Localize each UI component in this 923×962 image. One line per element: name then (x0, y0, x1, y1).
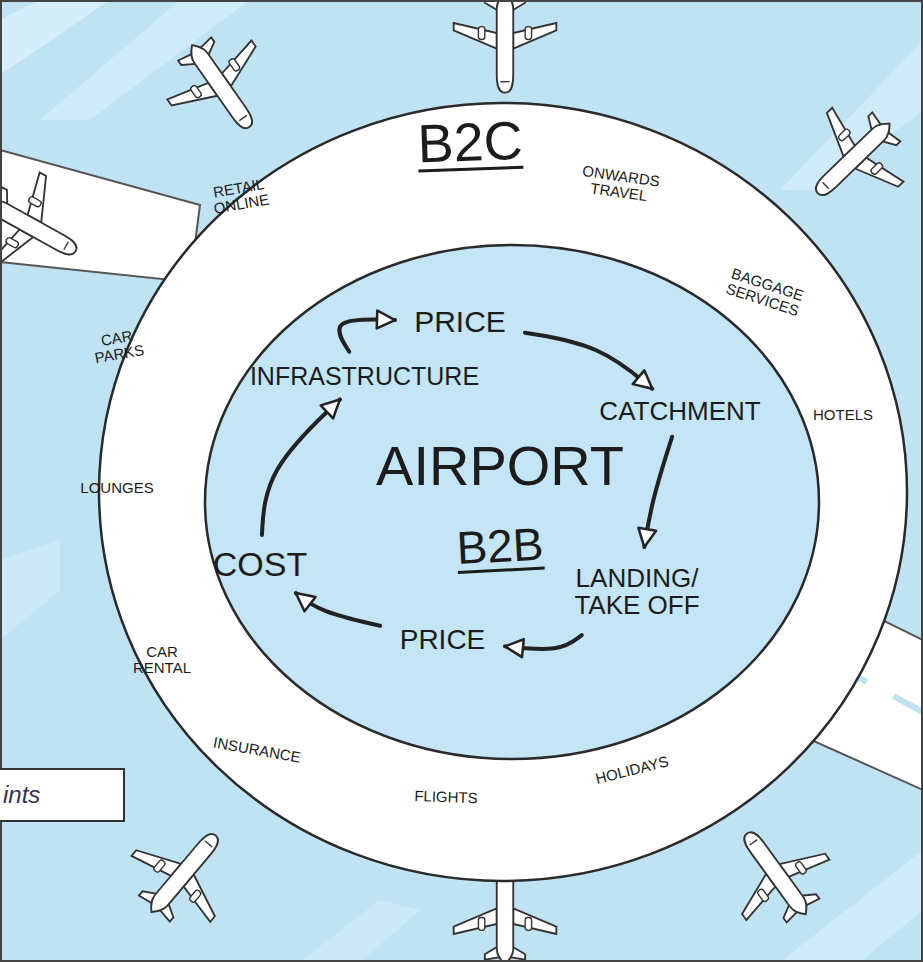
light-streak (300, 900, 420, 962)
cycle-text: LANDING/ TAKE OFF (562, 565, 712, 620)
cycle-arrow (339, 319, 395, 351)
airplane (0, 158, 101, 296)
arrow-line (505, 635, 582, 649)
service-label: CAR RENTAL (127, 644, 197, 676)
service-label: HOTELS (803, 407, 883, 423)
service-label: LOUNGES (72, 480, 162, 496)
cycle-arrow (296, 593, 380, 626)
caption-box: ints (0, 768, 125, 822)
ring-heading: B2C (389, 111, 551, 173)
arrow-line (296, 593, 380, 626)
circle-title: AIRPORT (330, 437, 670, 496)
cycle-step: COST (205, 540, 315, 590)
cycle-text: INFRASTRUCTURE (232, 363, 497, 389)
cycle-step: PRICE (400, 300, 520, 344)
cycle-text: PRICE (385, 625, 500, 654)
cycle-step: INFRASTRUCTURE (232, 356, 497, 396)
arrow-line (644, 437, 672, 547)
airplane (150, 16, 291, 157)
cycle-step: CATCHMENT (585, 392, 775, 432)
cycle-arrow (644, 437, 672, 547)
arrow-line (339, 319, 395, 351)
caption-text: ints (0, 782, 123, 807)
cycle-step: LANDING/ TAKE OFF (562, 552, 712, 632)
light-streak (40, 0, 250, 120)
cycle-arrow (505, 635, 582, 649)
airplane (112, 802, 255, 945)
airplane (782, 87, 923, 230)
cycle-text: COST (205, 547, 315, 583)
cycle-arrow (262, 399, 340, 535)
arrow-line (525, 333, 652, 389)
outer-ring-band: B2CRETAIL ONLINEONWARDS TRAVELBAGGAGE SE… (98, 102, 908, 882)
light-streak (0, 540, 60, 640)
circle-outline (204, 244, 820, 760)
airport-circle: AIRPORT B2B PRICE CATCHMENT LANDING/ TAKE OF… (204, 244, 820, 760)
cycle-text: PRICE (400, 306, 520, 338)
light-streak (0, 0, 110, 75)
airplane (705, 803, 847, 944)
ring-band (99, 103, 907, 881)
cycle-text: CATCHMENT (585, 398, 775, 425)
arrow-line (262, 399, 340, 535)
circle-heading: B2B (419, 518, 581, 575)
cycle-step: PRICE (385, 620, 500, 660)
airplane (454, 0, 557, 93)
cycle-arrow (525, 333, 652, 389)
inner-disc (205, 245, 819, 759)
